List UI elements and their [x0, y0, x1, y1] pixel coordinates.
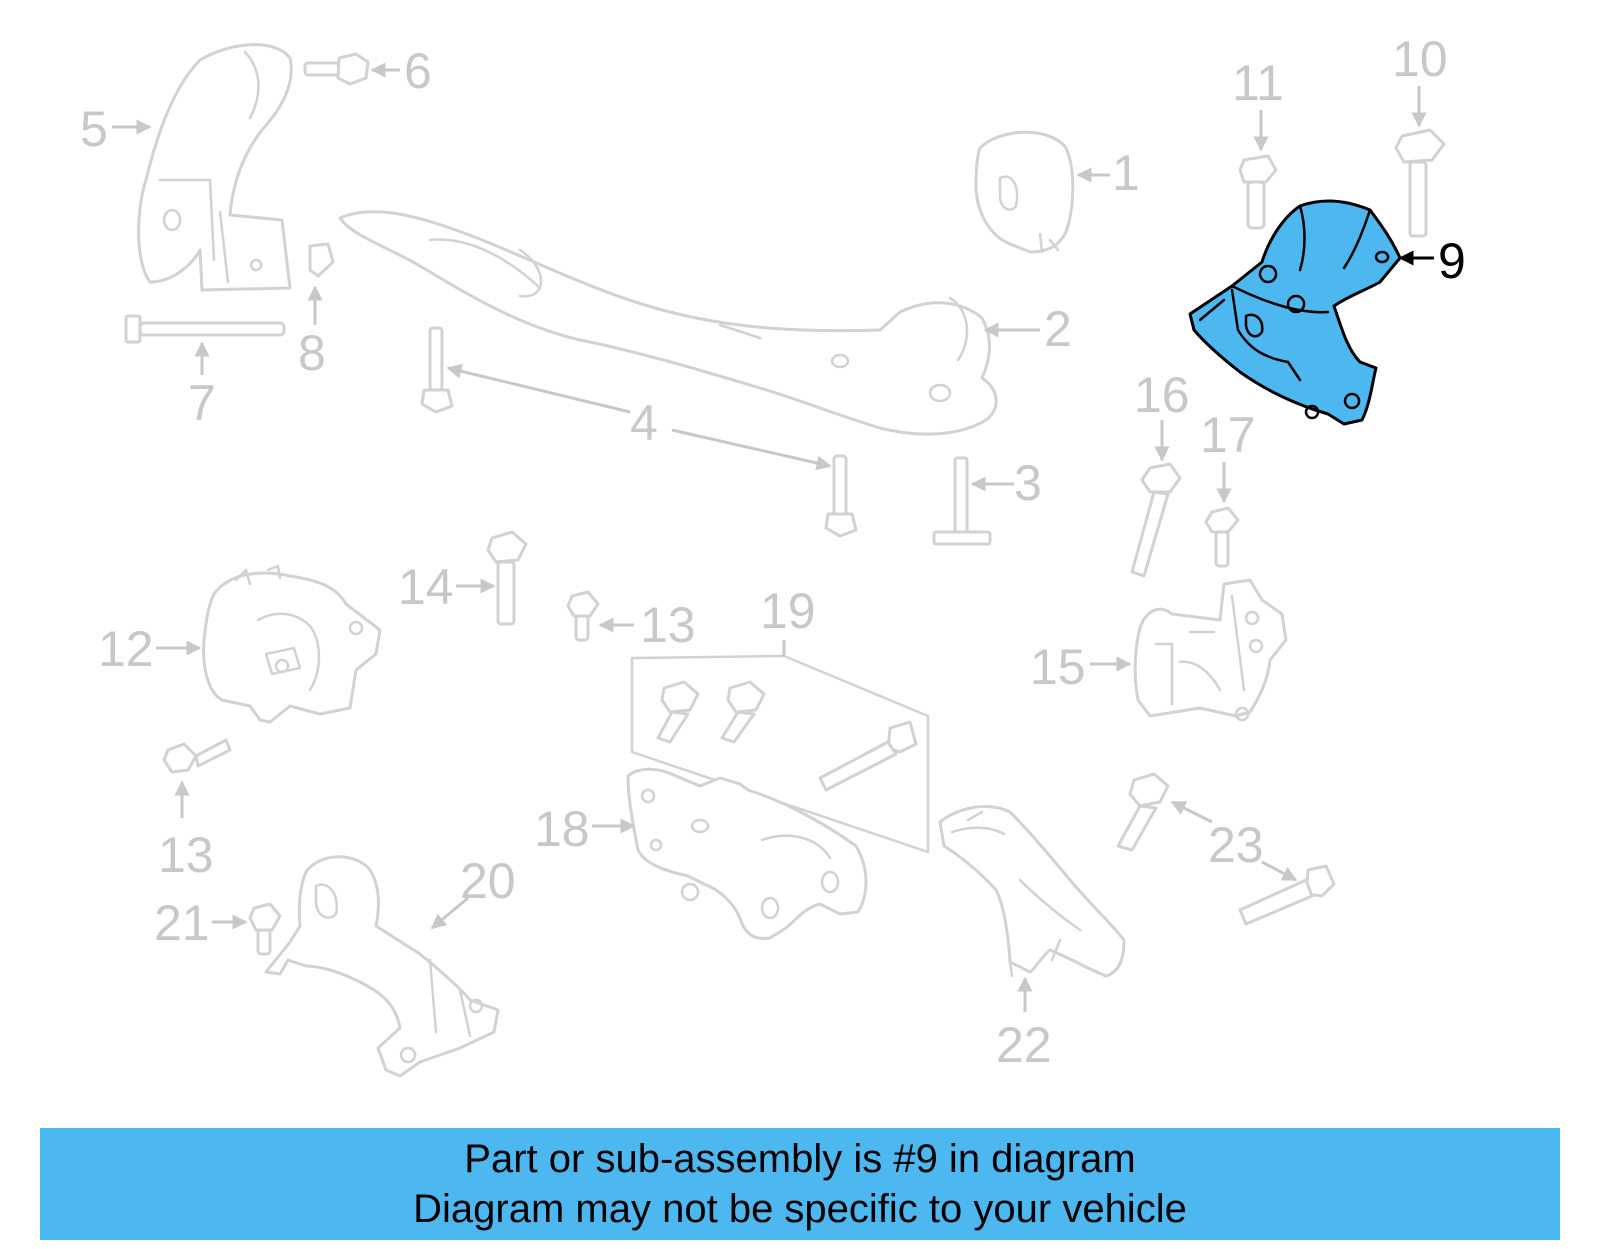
- part-20-mount: [264, 855, 500, 1078]
- callout-16: 16: [1134, 367, 1190, 423]
- callout-8: 8: [298, 325, 326, 381]
- banner-line-disclaimer: Diagram may not be specific to your vehi…: [413, 1187, 1187, 1231]
- part-12-mount: [202, 564, 382, 724]
- part-13-bolt-lower: [162, 738, 232, 774]
- part-3-stud: [932, 456, 992, 546]
- part-4-bolts: [420, 326, 858, 538]
- callout-18: 18: [534, 801, 590, 857]
- callout-20: 20: [460, 853, 516, 909]
- part-17-bolt: [1204, 506, 1240, 568]
- callout-14: 14: [398, 559, 454, 615]
- callout-22: 22: [996, 1017, 1052, 1073]
- part-22-bracket: [938, 805, 1126, 978]
- part-14-bolt: [486, 530, 528, 626]
- callout-13-upper: 13: [640, 597, 696, 653]
- part-11-bolt: [1238, 154, 1278, 230]
- callout-12: 12: [98, 621, 154, 677]
- banner-line-part-reference: Part or sub-assembly is #9 in diagram: [464, 1137, 1136, 1181]
- part-19-bolt-kit: [630, 654, 930, 854]
- callout-19: 19: [760, 583, 816, 639]
- part-10-bolt: [1394, 128, 1446, 238]
- part-7-bolt: [124, 314, 286, 344]
- part-5-bracket: [137, 43, 293, 292]
- part-2-crossmember: [338, 210, 998, 436]
- part-13-bolt-upper: [566, 590, 600, 642]
- part-9-mount-highlighted: [1188, 199, 1402, 426]
- part-23-bolts: [1116, 772, 1336, 926]
- part-1-mount: [974, 130, 1075, 254]
- callout-5: 5: [80, 101, 108, 157]
- callout-15: 15: [1030, 639, 1086, 695]
- callout-7: 7: [188, 375, 216, 431]
- callout-11: 11: [1232, 55, 1284, 111]
- part-6-bolt: [303, 52, 370, 86]
- info-banner: Part or sub-assembly is #9 in diagram Di…: [40, 1128, 1560, 1240]
- callout-2: 2: [1044, 301, 1072, 357]
- part-16-bolt: [1130, 462, 1182, 578]
- part-21-bolt: [248, 902, 282, 956]
- callout-13-lower: 13: [158, 827, 214, 883]
- part-15-bracket: [1133, 578, 1288, 722]
- parts-diagram: 1 2 3 4 5 6 7 8 9 10 11 12 13 13 14 15 1…: [80, 31, 1466, 1078]
- callout-9-highlighted: 9: [1438, 233, 1466, 289]
- callout-23: 23: [1208, 817, 1264, 873]
- callout-1: 1: [1112, 145, 1140, 201]
- part-18-bracket: [626, 767, 868, 940]
- callout-3: 3: [1014, 455, 1042, 511]
- callout-4: 4: [630, 395, 658, 451]
- callout-21: 21: [154, 895, 210, 951]
- callout-17: 17: [1200, 407, 1256, 463]
- callout-6: 6: [404, 43, 432, 99]
- callout-10: 10: [1392, 31, 1448, 87]
- part-8-nut: [308, 242, 335, 278]
